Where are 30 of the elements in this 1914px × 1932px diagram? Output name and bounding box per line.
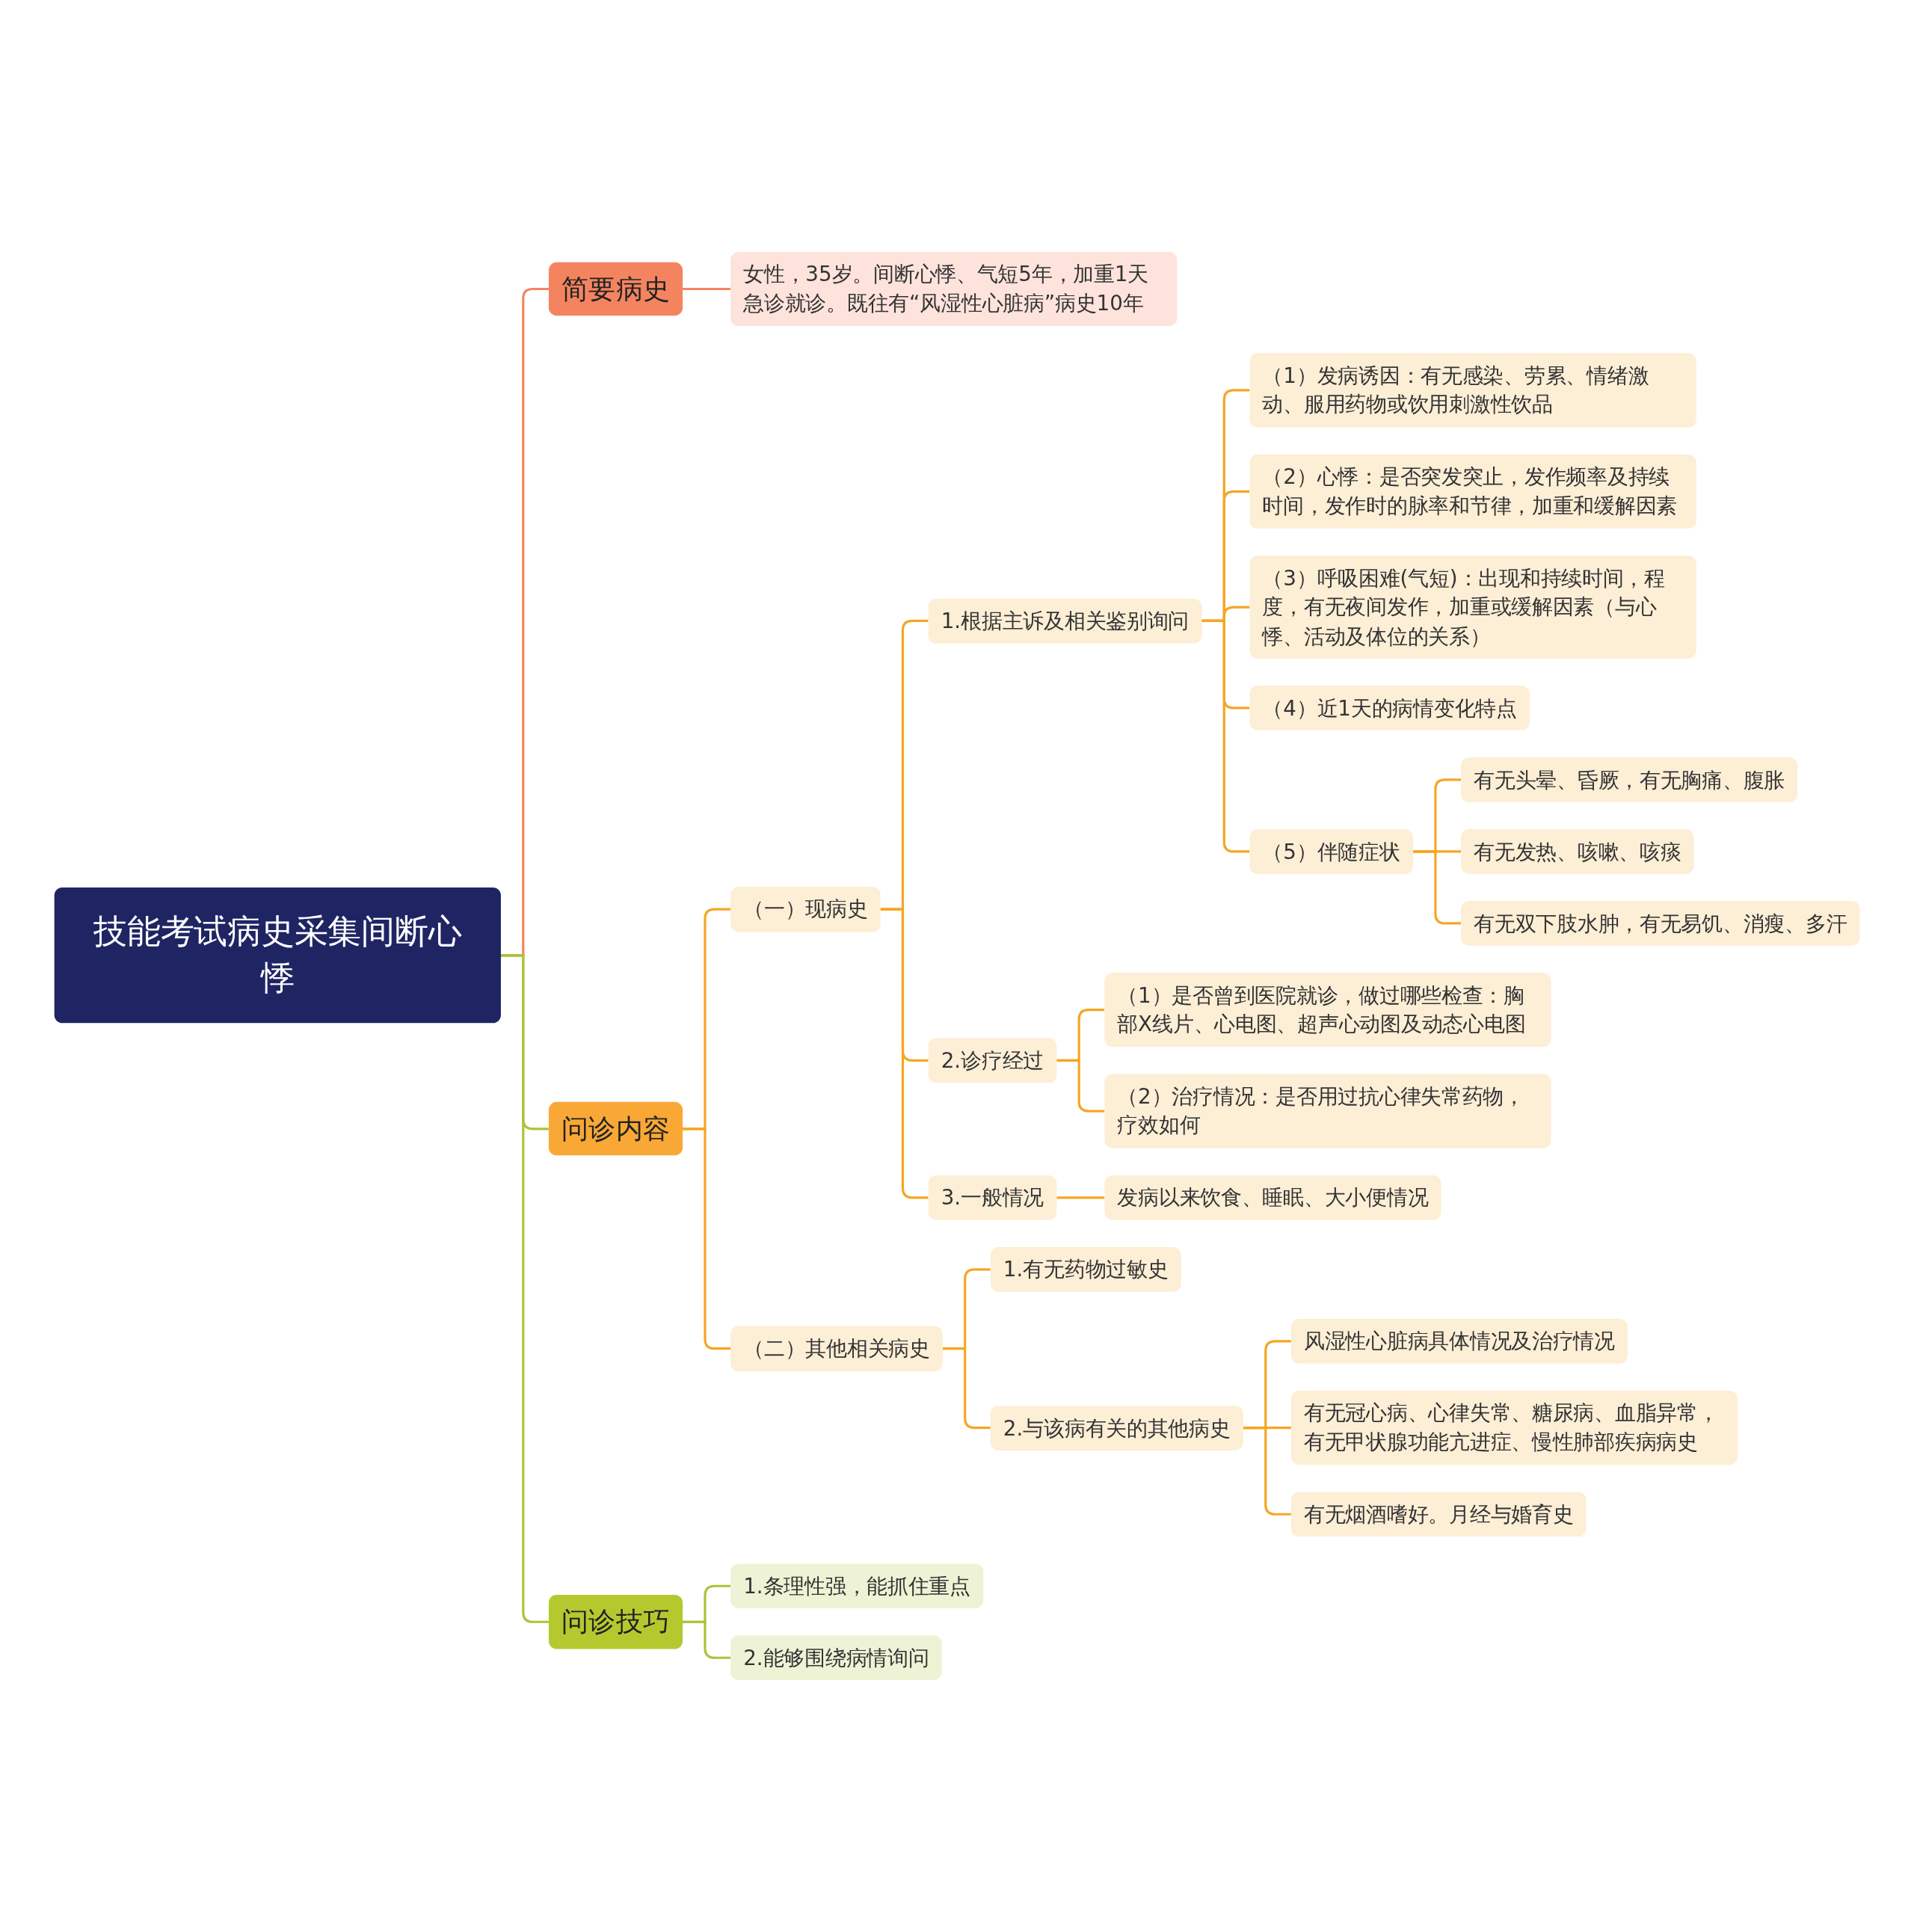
subtopic-box: （3）呼吸困难(气短)：出现和持续时间，程度，有无夜间发作，加重或缓解因素（与心悸、活动及体位的关系） xyxy=(1249,556,1696,659)
connector-line xyxy=(1056,1196,1105,1199)
subtopic-box: （二）其他相关病史 xyxy=(730,1326,943,1371)
branch-topic: 问诊技巧 xyxy=(548,1595,683,1649)
subtopic-box: 风湿性心脏病具体情况及治疗情况 xyxy=(1290,1318,1628,1365)
subtopic-box: （2）心悸：是否突发突止，发作频率及持续时间，发作时的脉率和节律，加重和缓解因素 xyxy=(1249,454,1696,529)
subtopic-box: 1.根据主诉及相关鉴别询问 xyxy=(928,598,1202,644)
subtopic-box: 2.与该病有关的其他病史 xyxy=(990,1405,1243,1450)
central-topic: 技能考试病史采集间断心悸 xyxy=(54,887,501,1024)
subtopic-box: （1）发病诱因：有无感染、劳累、情绪激动、服用药物或饮用刺激性饮品 xyxy=(1249,353,1696,428)
subtopic-box: 有无发热、咳嗽、咳痰 xyxy=(1461,829,1694,875)
subtopic-box: 2.能够围绕病情询问 xyxy=(730,1635,942,1681)
subtopic-box: 有无冠心病、心律失常、糖尿病、血脂异常，有无甲状腺功能亢进症、慢性肺部疾病病史 xyxy=(1290,1390,1738,1465)
subtopic-box: （5）伴随症状 xyxy=(1249,829,1413,875)
subtopic-box: 女性，35岁。间断心悸、气短5年，加重1天急诊就诊。既往有“风湿性心脏病”病史10年 xyxy=(730,251,1178,326)
subtopic-box: （一）现病史 xyxy=(730,887,881,932)
subtopic-box: （1）是否曾到医院就诊，做过哪些检查：胸部X线片、心电图、超声心动图及动态心电图 xyxy=(1104,973,1551,1047)
branch-topic: 简要病史 xyxy=(548,262,683,316)
subtopic-box: 1.条理性强，能抓住重点 xyxy=(730,1563,983,1609)
subtopic-box: （4）近1天的病情变化特点 xyxy=(1249,686,1530,731)
branch-topic: 问诊内容 xyxy=(548,1101,683,1156)
subtopic-box: 3.一般情况 xyxy=(928,1175,1057,1221)
subtopic-box: 2.诊疗经过 xyxy=(928,1038,1057,1083)
subtopic-box: 有无头晕、昏厥，有无胸痛、腹胀 xyxy=(1461,757,1798,803)
subtopic-box: 有无双下肢水肿，有无易饥、消瘦、多汗 xyxy=(1461,901,1860,947)
subtopic-box: 1.有无药物过敏史 xyxy=(990,1246,1181,1293)
subtopic-box: 发病以来饮食、睡眠、大小便情况 xyxy=(1104,1175,1441,1221)
subtopic-box: 有无烟酒嗜好。月经与婚育史 xyxy=(1290,1492,1587,1537)
connector-line xyxy=(683,287,731,291)
subtopic-box: （2）治疗情况：是否用过抗心律失常药物，疗效如何 xyxy=(1104,1074,1551,1148)
